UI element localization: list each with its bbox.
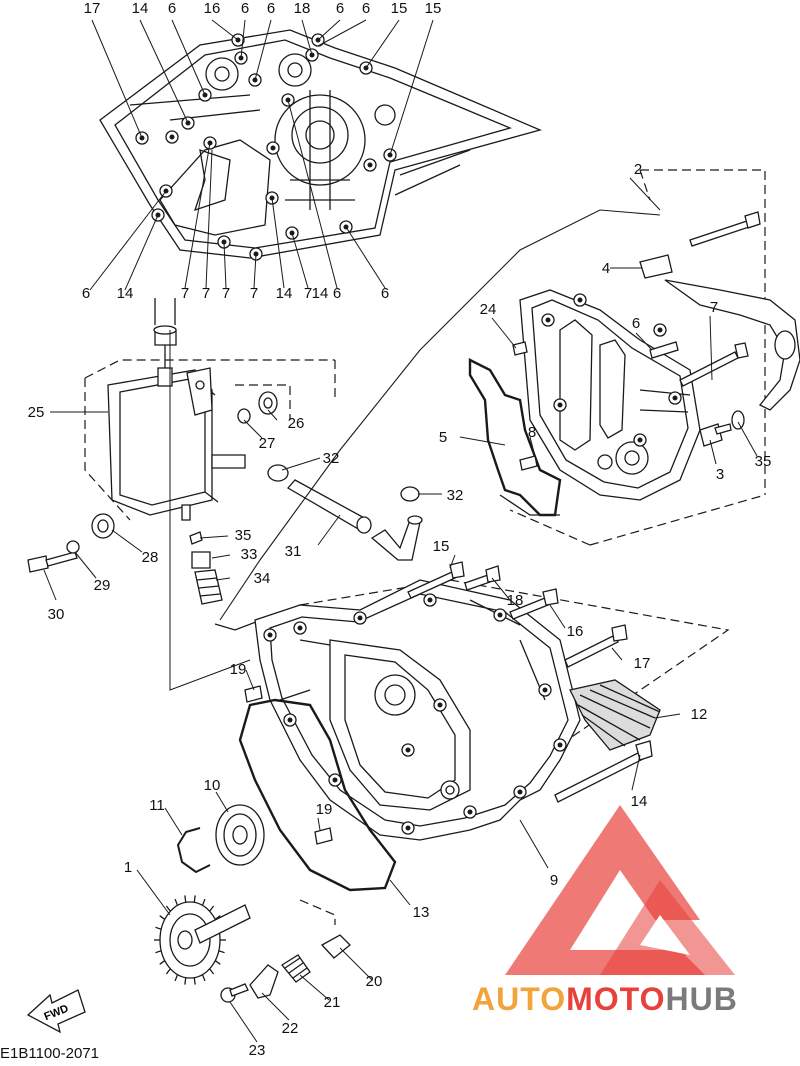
watermark-moto: MOTO [566,981,665,1017]
grommets [235,384,291,424]
callout-number: 33 [241,546,258,563]
bottom-small-parts [220,899,351,1003]
callout-number: 30 [48,606,65,623]
callout-number: 29 [94,577,111,594]
callout-number: 35 [755,453,772,470]
callout-number: 14 [276,285,293,302]
callout-number: 28 [142,549,159,566]
callout-number: 24 [480,301,497,318]
drive-gear [154,895,251,985]
callout-number: 31 [285,543,302,560]
callout-number: 19 [230,661,247,678]
svg-text:AUTOMOTOHUB: AUTOMOTOHUB [472,981,738,1017]
callout-number: 15 [433,538,450,555]
callout-number: 1 [124,859,132,876]
callout-number: 15 [425,0,442,17]
callout-number: 7 [710,299,718,316]
callout-number: 35 [235,527,252,544]
callout-number: 20 [366,973,383,990]
callout-number: 5 [439,429,447,446]
callout-number: 2 [634,161,642,178]
callout-number: 14 [117,285,134,302]
callout-number: 25 [28,404,45,421]
callout-number: 11 [149,797,165,814]
crankcase-inner-view [99,29,542,261]
strainer-screen [569,679,661,751]
callout-number: 34 [254,570,271,587]
callout-number: 21 [324,994,341,1011]
dowel-pin [244,685,263,703]
callout-number: 14 [132,0,149,17]
fwd-arrow-icon: FWD [26,989,86,1034]
callout-number: 14 [631,793,648,810]
callout-number: 7 [202,285,210,302]
callout-number: 6 [362,0,370,17]
callout-number: 15 [391,0,408,17]
diagram-code: E1B1100-2071 [0,1045,99,1061]
callout-number: 6 [267,0,275,17]
watermark-auto: AUTO [472,981,566,1017]
callout-number: 16 [204,0,221,17]
hose-and-clamps [267,464,423,561]
callout-number: 16 [567,623,584,640]
callout-number: 6 [168,0,176,17]
callout-number: 26 [288,415,305,432]
callout-number: 7 [181,285,189,302]
cover-gasket [238,698,397,892]
callout-number: 7 [250,285,258,302]
callout-number: 7 [222,285,230,302]
callout-number: 4 [602,260,610,277]
cover-bolts [407,561,653,803]
callout-number: 32 [323,450,340,467]
callout-number: 6 [336,0,344,17]
callout-number: 6 [381,285,389,302]
callout-number: 13 [413,904,430,921]
callout-number: 19 [316,801,333,818]
dowel-pin [314,827,333,845]
callout-number: 14 [312,285,329,302]
callout-number: 8 [528,424,536,441]
callout-number: 9 [550,872,558,889]
callout-number: 32 [447,487,464,504]
callout-number: 10 [204,777,221,794]
bearing-and-circlip [176,804,265,874]
callout-number: 22 [282,1020,299,1037]
callout-number: 23 [249,1042,266,1059]
callout-number: 12 [691,706,708,723]
pump-cover-assembly [468,169,800,546]
callout-number: 6 [632,315,640,332]
callout-number: 6 [241,0,249,17]
breather-box [84,359,336,521]
watermark-logo: AUTOMOTOHUB [472,805,738,1017]
watermark-hub: HUB [665,981,737,1017]
callout-number: 18 [294,0,311,17]
callout-number: 17 [634,655,651,672]
breather-fitting [153,298,177,368]
left-small-parts [27,513,223,605]
callout-number: 18 [507,592,524,609]
crankcase-cover [254,579,730,841]
callout-number: 27 [259,435,276,452]
callout-number: 17 [84,0,101,17]
callout-number: 3 [716,466,724,483]
callout-number: 6 [333,285,341,302]
callout-number: 7 [304,285,312,302]
callout-number: 6 [82,285,90,302]
